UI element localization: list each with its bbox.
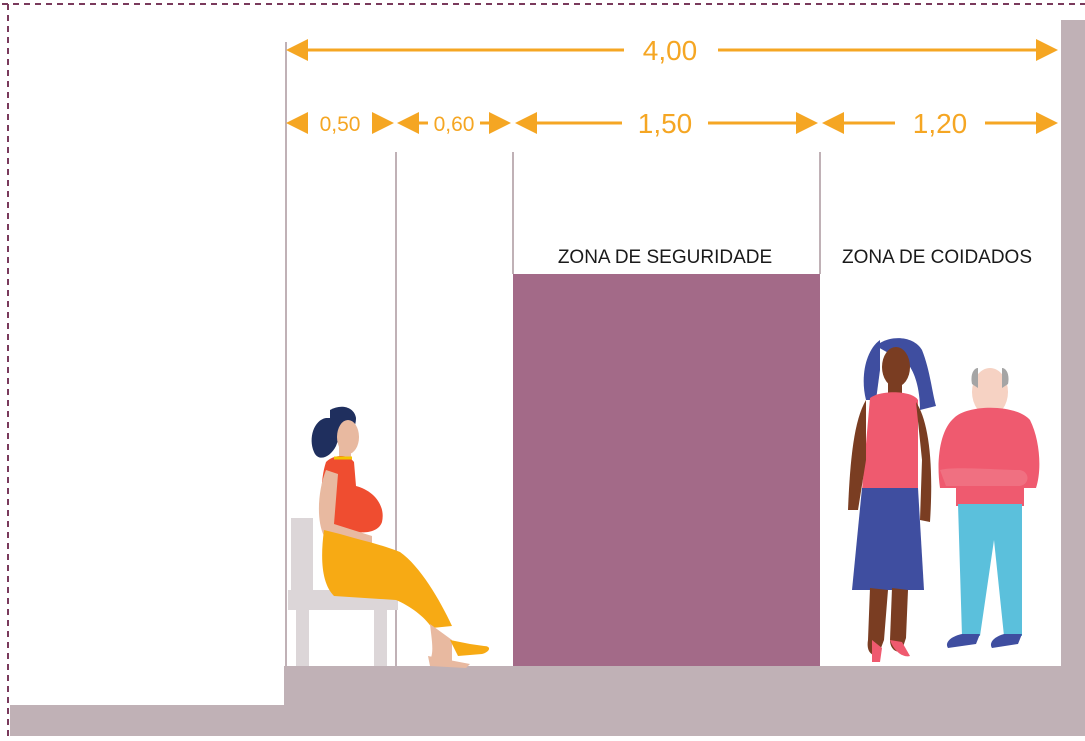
arrow-left-icon [286,39,308,61]
dimension-segment-2: 0,60 [397,112,511,136]
zone-label-security: ZONA DE SEGURIDADE [558,247,772,268]
road-slab [10,705,300,736]
arrow-right-icon [489,112,511,134]
chair-icon [288,518,398,666]
security-zone-block [513,274,820,666]
arrow-right-icon [1036,112,1058,134]
dimension-segment-3: 1,50 [515,108,818,139]
dimension-segment-1: 0,50 [286,112,394,136]
arrow-left-icon [515,112,537,134]
sidewalk-slab [284,666,1085,736]
arrow-left-icon [286,112,308,134]
ground [10,20,1085,736]
dimension-segment-3-label: 1,50 [638,108,693,139]
arrow-right-icon [796,112,818,134]
arrow-left-icon [822,112,844,134]
standing-woman-figure [848,338,936,662]
dashed-border [2,3,1085,736]
dimension-segment-2-label: 0,60 [434,113,475,136]
dimension-segment-4-label: 1,20 [913,108,968,139]
pregnant-woman-figure [311,406,490,668]
zone-label-care: ZONA DE COIDADOS [842,247,1032,268]
right-wall [1061,20,1085,736]
dimension-total-label: 4,00 [643,35,698,66]
elderly-man-figure [938,368,1040,648]
arrow-left-icon [397,112,419,134]
dimension-total: 4,00 [286,35,1058,66]
arrow-right-icon [1036,39,1058,61]
dimension-segment-1-label: 0,50 [320,113,361,136]
dimension-segment-4: 1,20 [822,108,1058,139]
arrow-right-icon [372,112,394,134]
